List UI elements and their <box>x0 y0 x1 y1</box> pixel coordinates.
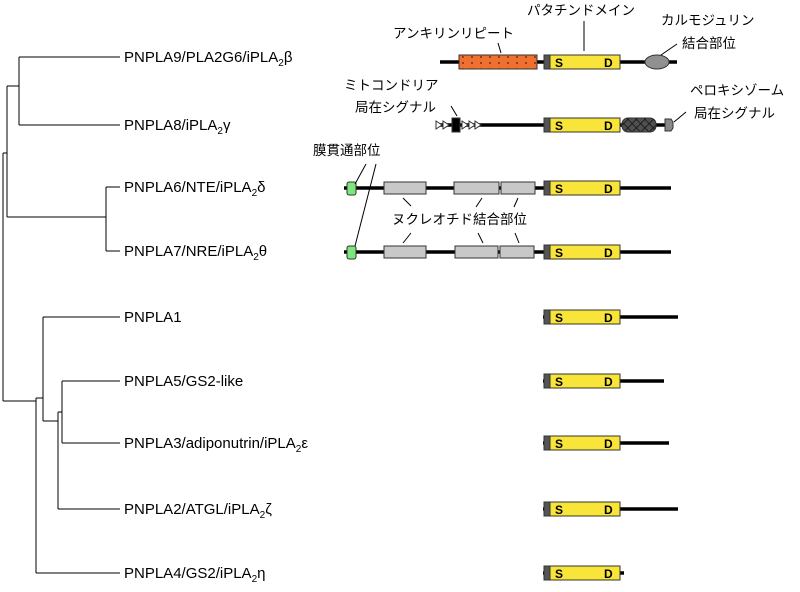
leaf-label-pnpla3: PNPLA3/adiponutrin/iPLA2ε <box>124 435 308 455</box>
annotations: アンキリンリピート パタチンドメイン カルモジュリン 結合部位 ミトコンドリア … <box>313 3 784 247</box>
peroxisomal-label-2: 局在シグナル <box>694 106 775 122</box>
aspartate-label: D <box>604 246 613 260</box>
nucleotide-binding-domain <box>454 245 499 259</box>
aspartate-label: D <box>604 437 613 451</box>
calmodulin-binding-site <box>644 54 670 70</box>
nucleotide-binding-domain <box>383 245 427 259</box>
leaf-label-pnpla7: PNPLA7/NRE/iPLA2θ <box>124 243 267 263</box>
leaf-label-pnpla2: PNPLA2/ATGL/iPLA2ζ <box>124 501 272 521</box>
protein-backbones <box>344 60 678 575</box>
nucleotide-binding-domain <box>500 181 536 195</box>
peroxisomal-label-1: ペロキシゾーム <box>690 83 784 99</box>
nucleotide-binding-label: ヌクレオチド結合部位 <box>392 212 527 228</box>
leaf-label-pnpla9: PNPLA9/PLA2G6/iPLA2β <box>124 49 293 69</box>
serine-label: S <box>555 567 563 581</box>
serine-label: S <box>555 246 563 260</box>
aspartate-label: D <box>604 119 613 133</box>
transmembrane-label: 膜貫通部位 <box>313 143 381 159</box>
leaf-label-pnpla4: PNPLA4/GS2/iPLA2η <box>124 565 265 585</box>
aspartate-label: D <box>604 503 613 517</box>
serine-label: S <box>555 375 563 389</box>
aspartate-label: D <box>604 375 613 389</box>
peroxisomal-signal <box>664 118 674 132</box>
leaf-label-pnpla5: PNPLA5/GS2-like <box>124 373 243 390</box>
transmembrane-domain <box>346 245 357 260</box>
aspartate-label: D <box>604 56 613 70</box>
transmembrane-domain <box>346 181 357 196</box>
aspartate-label: D <box>604 182 613 196</box>
serine-label: S <box>555 437 563 451</box>
calmodulin-label-2: 結合部位 <box>682 36 736 52</box>
leaf-label-pnpla6: PNPLA6/NTE/iPLA2δ <box>124 179 265 199</box>
serine-label: S <box>555 503 563 517</box>
leaf-labels: PNPLA9/PLA2G6/iPLA2β PNPLA8/iPLA2γ PNPLA… <box>124 49 308 585</box>
mitochondrial-signal-arrows <box>435 120 482 130</box>
serine-label: S <box>555 311 563 325</box>
nucleotide-binding-domain <box>383 181 427 195</box>
patatin-domain-label: パタチンドメイン <box>527 3 635 19</box>
nucleotide-binding-domain <box>453 181 500 195</box>
serine-label: S <box>555 56 563 70</box>
ankyrin-repeat-domain <box>458 54 538 70</box>
calmodulin-label-1: カルモジュリン <box>661 13 755 29</box>
phylogenetic-tree <box>2 56 120 574</box>
aspartate-label: D <box>604 567 613 581</box>
mitochondrial-label-2: 局在シグナル <box>355 100 436 116</box>
leaf-label-pnpla8: PNPLA8/iPLA2γ <box>124 117 231 137</box>
serine-label: S <box>555 182 563 196</box>
mitochondrial-signal-block <box>451 117 461 133</box>
crosshatch-domain <box>621 117 657 133</box>
leaf-label-pnpla1: PNPLA1 <box>124 309 182 326</box>
domains <box>346 54 674 260</box>
ankyrin-repeat-label: アンキリンリピート <box>393 26 514 42</box>
mitochondrial-label-1: ミトコンドリア <box>344 78 439 94</box>
aspartate-label: D <box>604 311 613 325</box>
serine-label: S <box>555 119 563 133</box>
nucleotide-binding-domain <box>499 245 535 259</box>
